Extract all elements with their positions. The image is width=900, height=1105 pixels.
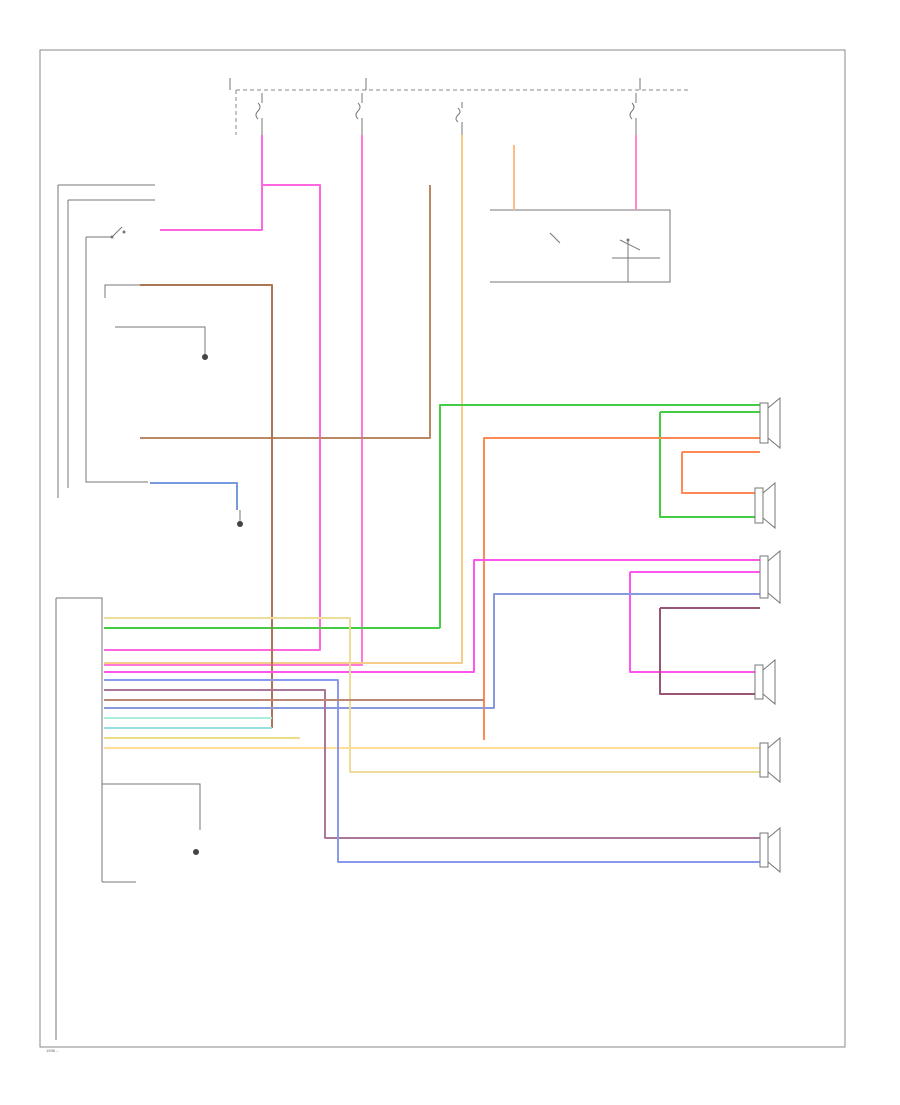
- wire-tan-2: [104, 617, 760, 773]
- wire-blue-1: [150, 482, 238, 510]
- speaker-icon: [759, 826, 781, 874]
- radio-block: [57, 184, 208, 498]
- wire-orange-1: [483, 437, 760, 740]
- speaker-icon: [754, 658, 776, 706]
- fuse-icon: [629, 93, 637, 135]
- antenna-switch: [490, 209, 671, 283]
- radio-body: [55, 597, 201, 1040]
- wire-purple-2: [104, 689, 760, 839]
- wire-tan-1: [104, 135, 463, 664]
- wire-green-2: [659, 411, 760, 518]
- switch-icon: [110, 226, 126, 239]
- speaker-icon: [754, 481, 776, 530]
- fuse-icon: [255, 93, 263, 135]
- wire-brown-1: [140, 185, 431, 439]
- wire-purple-1: [659, 607, 760, 695]
- wire-blue-2: [104, 593, 760, 709]
- fuse-icon: [455, 102, 463, 135]
- wire-pink-2: [104, 135, 363, 666]
- speaker-icon: [759, 736, 781, 784]
- wire-brown-2: [140, 284, 273, 728]
- footer-code: 1998 ...: [46, 1048, 59, 1053]
- fuse-icon: [355, 93, 363, 135]
- wire-magenta-1: [104, 559, 760, 673]
- wire-blue-3: [104, 679, 760, 863]
- speaker-icon: [759, 396, 781, 450]
- speaker-icon: [759, 549, 781, 605]
- wire-pink-1: [104, 135, 321, 651]
- ground-icon: [237, 510, 243, 527]
- ground-icon: [193, 849, 199, 855]
- ground-icon: [202, 354, 208, 360]
- fuse-panel: [229, 78, 690, 135]
- diagram-frame: [39, 49, 846, 1048]
